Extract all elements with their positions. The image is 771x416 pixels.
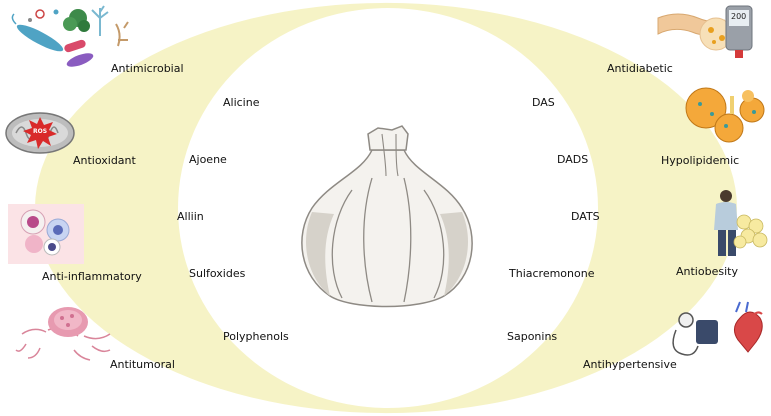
glucometer-reading: 200	[731, 12, 747, 21]
compound-label: DAS	[532, 96, 555, 109]
yellow-ring	[34, 2, 738, 414]
effect-label: Antidiabetic	[607, 62, 673, 75]
garlic-bulb-icon	[301, 125, 473, 308]
pancreas-glucometer-icon	[657, 5, 753, 58]
immune-cells-icon	[8, 204, 84, 264]
effect-label: Hypolipidemic	[661, 154, 740, 167]
compound-label: Polyphenols	[223, 330, 289, 343]
effect-label: Antitumoral	[110, 358, 175, 371]
compound-label: Saponins	[507, 330, 558, 343]
microbes-icon	[11, 5, 129, 67]
compound-label: DADS	[557, 153, 589, 166]
compound-label: Ajoene	[189, 153, 227, 166]
effect-label: Antioxidant	[73, 154, 136, 167]
compound-label: Alicine	[223, 96, 260, 109]
compound-label: Sulfoxides	[189, 267, 246, 280]
person-fat-cells-icon	[714, 190, 768, 256]
effect-label: Anti-inflammatory	[42, 270, 142, 283]
blood-pressure-heart-icon	[672, 301, 763, 356]
compound-label: Alliin	[177, 210, 204, 223]
mitochondria-ros-icon	[5, 112, 75, 154]
ros-label: ROS	[33, 128, 48, 135]
tumor-cell-icon	[15, 307, 111, 361]
lipid-droplets-icon	[685, 87, 765, 143]
effect-label: Antimicrobial	[111, 62, 184, 75]
compound-label: DATS	[571, 210, 600, 223]
effect-label: Antihypertensive	[583, 358, 677, 371]
effect-label: Antiobesity	[676, 265, 738, 278]
compound-label: Thiacremonone	[509, 267, 595, 280]
